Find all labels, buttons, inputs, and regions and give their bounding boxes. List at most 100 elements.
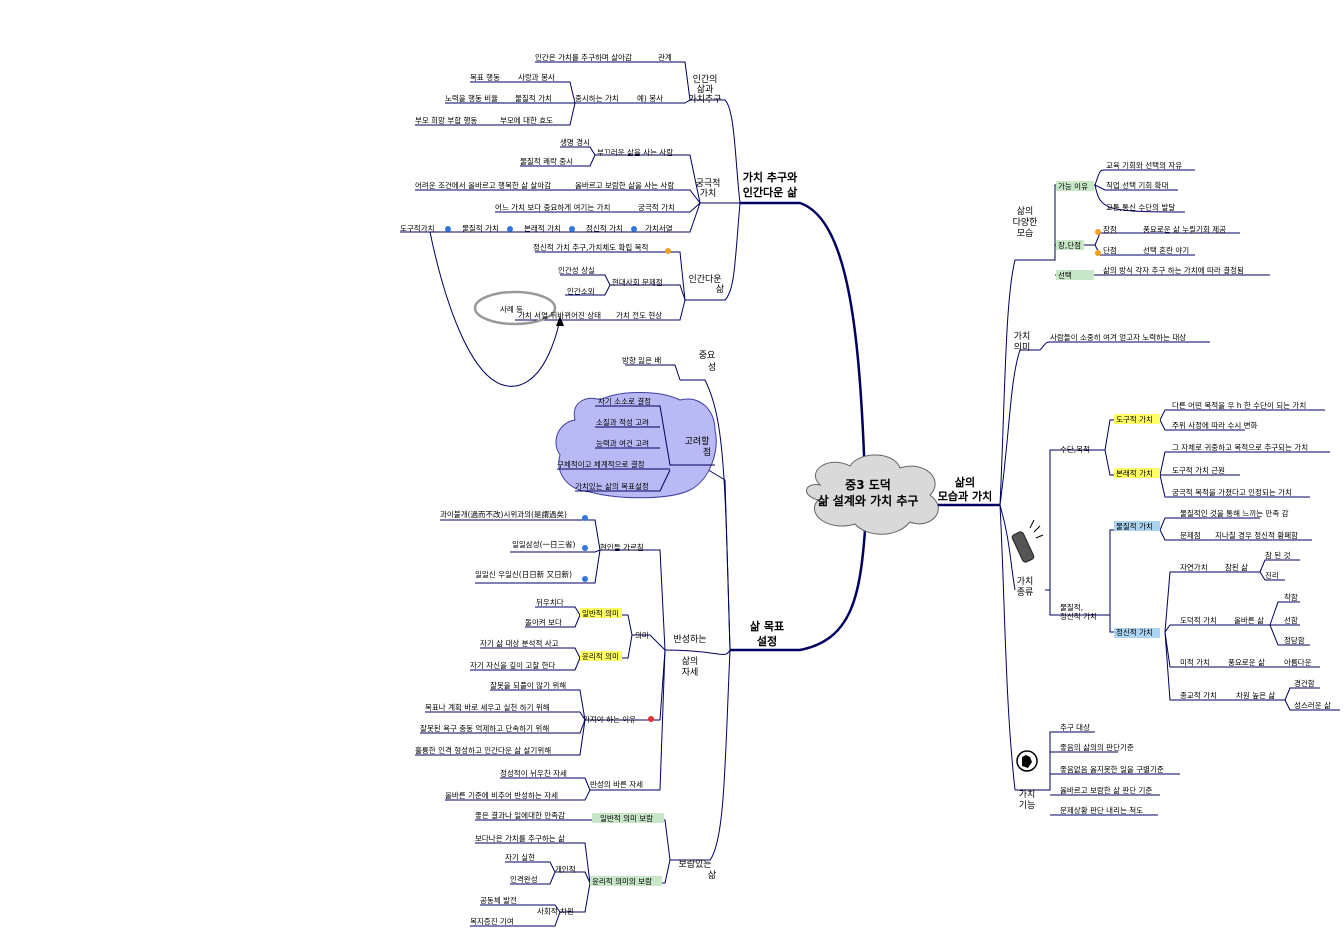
info-icons xyxy=(445,226,637,582)
ult-item4: 어느 가치 보다 중요하게 여기는 가치 xyxy=(495,202,610,212)
right-item-2: 올바른 기준에 비추어 반성하는 자세 xyxy=(445,790,558,800)
chain-5: 가치서열 xyxy=(645,224,673,233)
sp-row2-label: 도덕적 가치 xyxy=(1180,615,1217,625)
sp-row3-mid: 풍요로운 삶 xyxy=(1228,658,1265,667)
right-pose-label: 반성의 바른 자세 xyxy=(590,779,643,789)
bulb-icon xyxy=(1095,229,1101,235)
info-icon xyxy=(582,545,588,551)
instrumental-item-1: 다른 어떤 목적을 우 h 한 수단이 되는 가치 xyxy=(1172,400,1306,410)
inversion-tail: 가치 전도 현상 xyxy=(616,310,662,320)
hl-spiritual xyxy=(1114,628,1160,638)
general-item-2: 돌이켜 보다 xyxy=(525,617,562,627)
example-text: 사례 등 xyxy=(500,304,523,314)
diversity-label-3: 모습 xyxy=(1017,228,1034,239)
social-item-1: 공동체 발전 xyxy=(480,895,517,905)
means-end-label: 수단,목적 xyxy=(1060,444,1090,454)
possible-item-2: 직업 선택 기회 확대 xyxy=(1106,180,1168,190)
central-cloud xyxy=(806,454,939,535)
hl-worthy-moral xyxy=(590,876,662,886)
consider-label-2: 점 xyxy=(703,446,711,458)
kinds-label-1: 가치 xyxy=(1017,575,1034,587)
human-life-label-2: 삶과 xyxy=(697,84,714,95)
hl-row1-a: 목표 행동 xyxy=(470,72,500,82)
worthy-moral-label: 윤리적 의미의 보람 xyxy=(592,876,652,886)
hl-row1-b: 사랑과 봉사 xyxy=(518,73,555,82)
spiritual-label: 정신적 가치 xyxy=(1116,627,1153,637)
worthy-moral-text: 보다나은 가치를 추구하는 삶 xyxy=(475,833,565,843)
consider-item-4: 구체적이고 체계적으로 결정 xyxy=(557,459,645,469)
diversity-label-1: 삶의 xyxy=(1017,206,1034,217)
right-main-line1: 삶의 xyxy=(955,475,975,489)
sp-row2-leaf3: 정당함 xyxy=(1284,635,1305,645)
worthy-label-2: 삶 xyxy=(708,870,716,881)
importance-label-1: 중요 xyxy=(699,350,716,361)
inversion-text: 가치 서열 뒤바뀌어진 상태 xyxy=(518,310,601,320)
hl-worthy-general xyxy=(592,813,664,823)
reasons-label: 가져야 하는 이유 xyxy=(583,714,636,724)
bulb-icons xyxy=(648,229,1101,722)
instrumental-item-2: 주위 사정에 따라 수시 변화 xyxy=(1172,420,1258,430)
hl-row2-b: 물질적 가치 xyxy=(515,93,552,103)
meaning-text: 사람들이 소중히 여겨 얻고자 노력하는 대상 xyxy=(1050,332,1186,342)
hl-choice xyxy=(1056,270,1094,280)
ultimate-label-1: 궁극적 xyxy=(696,177,721,189)
sp-row4-label: 종교적 가치 xyxy=(1180,690,1217,700)
pro-text: 풍요로운 삶 누릴기회 제공 xyxy=(1143,225,1226,234)
ultimate-label-2: 가치 xyxy=(700,187,717,199)
teach-item-2: 일일삼성(一日三省) xyxy=(512,539,576,549)
choice-text: 삶의 방식 각자 추구 하는 가치에 따라 결정됨 xyxy=(1103,265,1244,275)
relation-text: 인간은 가치를 추구하며 살아감 xyxy=(535,52,632,62)
meaning-label-2: 의미 xyxy=(1014,342,1031,353)
reflect-label-3: 자세 xyxy=(682,667,699,678)
consider-item-3: 능력과 여건 고려 xyxy=(596,438,649,448)
info-icon xyxy=(507,226,513,232)
phone-icon xyxy=(1011,519,1044,563)
instrumental-label: 도구적 가치 xyxy=(1116,414,1153,424)
bulb-icon xyxy=(665,248,671,254)
material-label: 물질적 가치 xyxy=(1116,521,1153,531)
reason-2: 목표나 계획 바로 세우고 실천 하기 위해 xyxy=(425,702,550,712)
moral-item-2: 자기 자신을 깊이 고찰 한다 xyxy=(470,660,556,670)
sp-row1-leaf2: 진리 xyxy=(1265,570,1279,580)
reason-3: 잘못된 욕구 충동 억제하고 단속하기 위해 xyxy=(420,723,549,733)
possible-label: 가능 이유 xyxy=(1058,181,1088,191)
hl-material xyxy=(1114,521,1160,531)
info-icon xyxy=(582,576,588,582)
reflect-label-1: 반성하는 xyxy=(673,634,706,645)
central-line2: 삶 설계와 가치 추구 xyxy=(818,493,919,508)
moral-item-1: 자기 삶 대상 분석적 사고 xyxy=(480,638,559,648)
consider-lines xyxy=(557,405,715,492)
humane-label-2: 삶 xyxy=(716,284,724,295)
general-label: 일반적 의미 xyxy=(582,608,619,618)
hl-row2-a: 노력을 행동 비율 xyxy=(445,93,498,103)
info-icon xyxy=(582,515,588,521)
consider-item-1: 자기 소소로 결정 xyxy=(598,396,651,406)
hand-icon xyxy=(1016,750,1038,772)
diversity-label-2: 다양한 xyxy=(1013,217,1038,228)
kinds-label-2: 종류 xyxy=(1017,587,1034,598)
possible-item-1: 교육 기회와 선택의 자유 xyxy=(1106,160,1182,170)
function-item-4: 옳바르고 보람한 삶 판단 기준 xyxy=(1060,785,1152,795)
con-label: 단점 xyxy=(1103,245,1117,255)
chain-4: 정신적 가치 xyxy=(586,223,623,233)
ult-item2: 물질적 쾌락 중시 xyxy=(520,156,573,166)
consider-item-5: 가치있는 삶의 목표설정 xyxy=(575,481,649,491)
humane-item-1: 정신적 가치 추구,가치체도 확립 목적 xyxy=(533,242,648,252)
worthy-general-label: 일반적 의미 보람 xyxy=(600,813,653,823)
personal-label: 개인적 xyxy=(555,864,576,874)
hl-row3-a: 부모 희망 부합 행동 xyxy=(415,115,477,125)
hl-intrinsic xyxy=(1114,468,1160,478)
intrinsic-label: 본래적 가치 xyxy=(1116,468,1153,478)
function-label-2: 기능 xyxy=(1019,800,1036,811)
intrinsic-item-1: 그 자체로 귀중하고 목적으로 추구되는 가치 xyxy=(1172,442,1308,452)
right-main-line2: 모습과 가치 xyxy=(938,489,992,503)
sp-row2-mid: 올바른 삶 xyxy=(1234,615,1264,625)
arrow-head-icon xyxy=(556,316,564,326)
ult-item3-sub: 옳바르고 보람한 삶을 사는 사람 xyxy=(575,180,674,190)
sp-row3-label: 미적 가치 xyxy=(1180,657,1210,667)
social-label: 사회적 차원 xyxy=(537,906,574,916)
importance-text: 방향 잃은 배 xyxy=(622,355,661,365)
sp-row4-mid: 차원 높은 삶 xyxy=(1236,691,1275,700)
chain-3: 본래적 가치 xyxy=(524,223,561,233)
material-problem-text: 지나칠 경우 정신적 황폐함 xyxy=(1215,530,1298,540)
